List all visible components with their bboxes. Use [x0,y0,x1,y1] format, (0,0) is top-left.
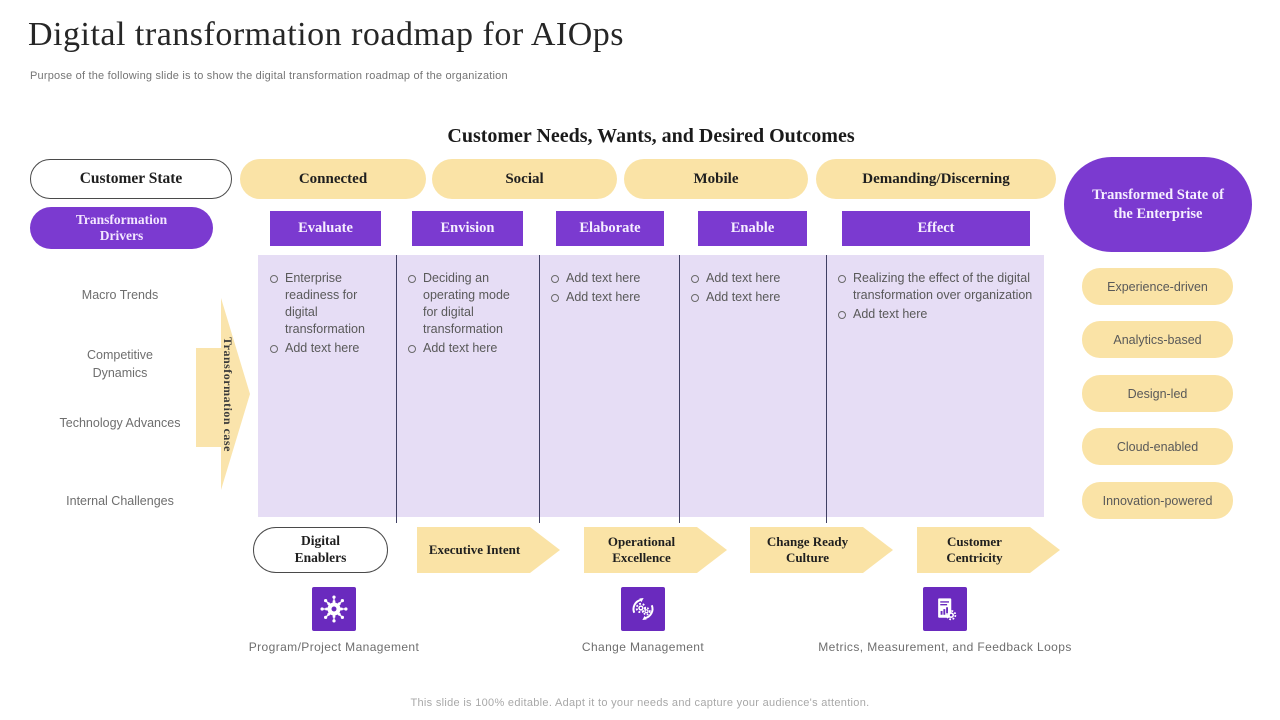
stage-envision-button[interactable]: Envision [412,211,523,246]
digital-enablers-label: Digital Enablers [294,533,347,565]
customer-state-demanding[interactable]: Demanding/Discerning [816,159,1056,199]
page-subtitle: Purpose of the following slide is to sho… [30,70,508,82]
stage-enable-bullets: Add text here Add text here [689,270,819,308]
enabler-arrow-change-ready-culture[interactable]: Change Ready Culture [750,527,893,573]
gears-cycle-icon [632,598,654,620]
change-management-icon [621,587,665,631]
change-management-label: Change Management [581,640,705,654]
enabler-arrow-label: Operational Excellence [607,533,676,565]
attribute-innovation-powered[interactable]: Innovation-powered [1082,482,1233,519]
column-divider [396,255,397,523]
transformation-drivers-pill[interactable]: Transformation Drivers [30,207,213,249]
enabler-arrow-operational-excellence[interactable]: Operational Excellence [584,527,727,573]
transformed-state-label: Transformed State of the Enterprise [1092,186,1224,222]
bullet-item: Deciding an operating mode for digital t… [406,270,526,338]
stage-effect-button[interactable]: Effect [842,211,1030,246]
digital-enablers-pill[interactable]: Digital Enablers [253,527,388,573]
transformed-state-blob[interactable]: Transformed State of the Enterprise [1064,157,1252,252]
transformation-case-label: Transformation case [221,336,235,452]
transformation-drivers-label: Transformation Drivers [75,211,168,243]
customer-needs-header: Customer Needs, Wants, and Desired Outco… [447,125,855,147]
stage-evaluate-button[interactable]: Evaluate [270,211,381,246]
customer-state-mobile[interactable]: Mobile [624,159,808,199]
stage-effect-bullets: Realizing the effect of the digital tran… [836,270,1036,325]
gear-hub-icon [320,595,348,623]
bullet-item: Enterprise readiness for digital transfo… [268,270,390,338]
metrics-feedback-icon [923,587,967,631]
enabler-arrow-customer-centricity[interactable]: Customer Centricity [917,527,1060,573]
attribute-design-led[interactable]: Design-led [1082,375,1233,412]
driver-competitive-dynamics: Competitive Dynamics [87,348,153,380]
enabler-arrow-label: Customer Centricity [946,533,1003,565]
enabler-arrow-label: Executive Intent [428,541,521,557]
driver-internal-challenges: Internal Challenges [66,494,174,508]
attribute-cloud-enabled[interactable]: Cloud-enabled [1082,428,1233,465]
driver-macro-trends: Macro Trends [81,288,159,302]
slide-footer-note: This slide is 100% editable. Adapt it to… [410,697,870,709]
bullet-item: Add text here [549,270,673,287]
page-title: Digital transformation roadmap for AIOps [28,16,624,53]
bullet-item: Add text here [268,340,390,357]
customer-state-social[interactable]: Social [432,159,617,199]
customer-state-pill[interactable]: Customer State [30,159,232,199]
stage-enable-button[interactable]: Enable [698,211,807,246]
attribute-experience-driven[interactable]: Experience-driven [1082,268,1233,305]
column-divider [679,255,680,523]
customer-state-connected[interactable]: Connected [240,159,426,199]
stage-elaborate-bullets: Add text here Add text here [549,270,673,308]
stage-elaborate-button[interactable]: Elaborate [556,211,664,246]
enabler-arrow-label: Change Ready Culture [766,533,849,565]
bullet-item: Add text here [549,289,673,306]
bullet-item: Add text here [689,289,819,306]
stage-envision-bullets: Deciding an operating mode for digital t… [406,270,526,359]
attribute-analytics-based[interactable]: Analytics-based [1082,321,1233,358]
program-project-management-icon [312,587,356,631]
bullet-item: Add text here [406,340,526,357]
bullet-item: Add text here [836,306,1036,323]
bullet-item: Add text here [689,270,819,287]
metrics-feedback-label: Metrics, Measurement, and Feedback Loops [818,640,1072,654]
roadmap-matrix-panel [258,255,1044,517]
document-chart-gear-icon [938,598,957,621]
enabler-arrow-executive-intent[interactable]: Executive Intent [417,527,560,573]
transformation-case-arrow[interactable] [196,298,250,490]
column-divider [539,255,540,523]
bullet-item: Realizing the effect of the digital tran… [836,270,1036,304]
column-divider [826,255,827,523]
stage-evaluate-bullets: Enterprise readiness for digital transfo… [268,270,390,359]
program-project-management-label: Program/Project Management [248,640,420,654]
driver-technology-advances: Technology Advances [59,416,181,430]
